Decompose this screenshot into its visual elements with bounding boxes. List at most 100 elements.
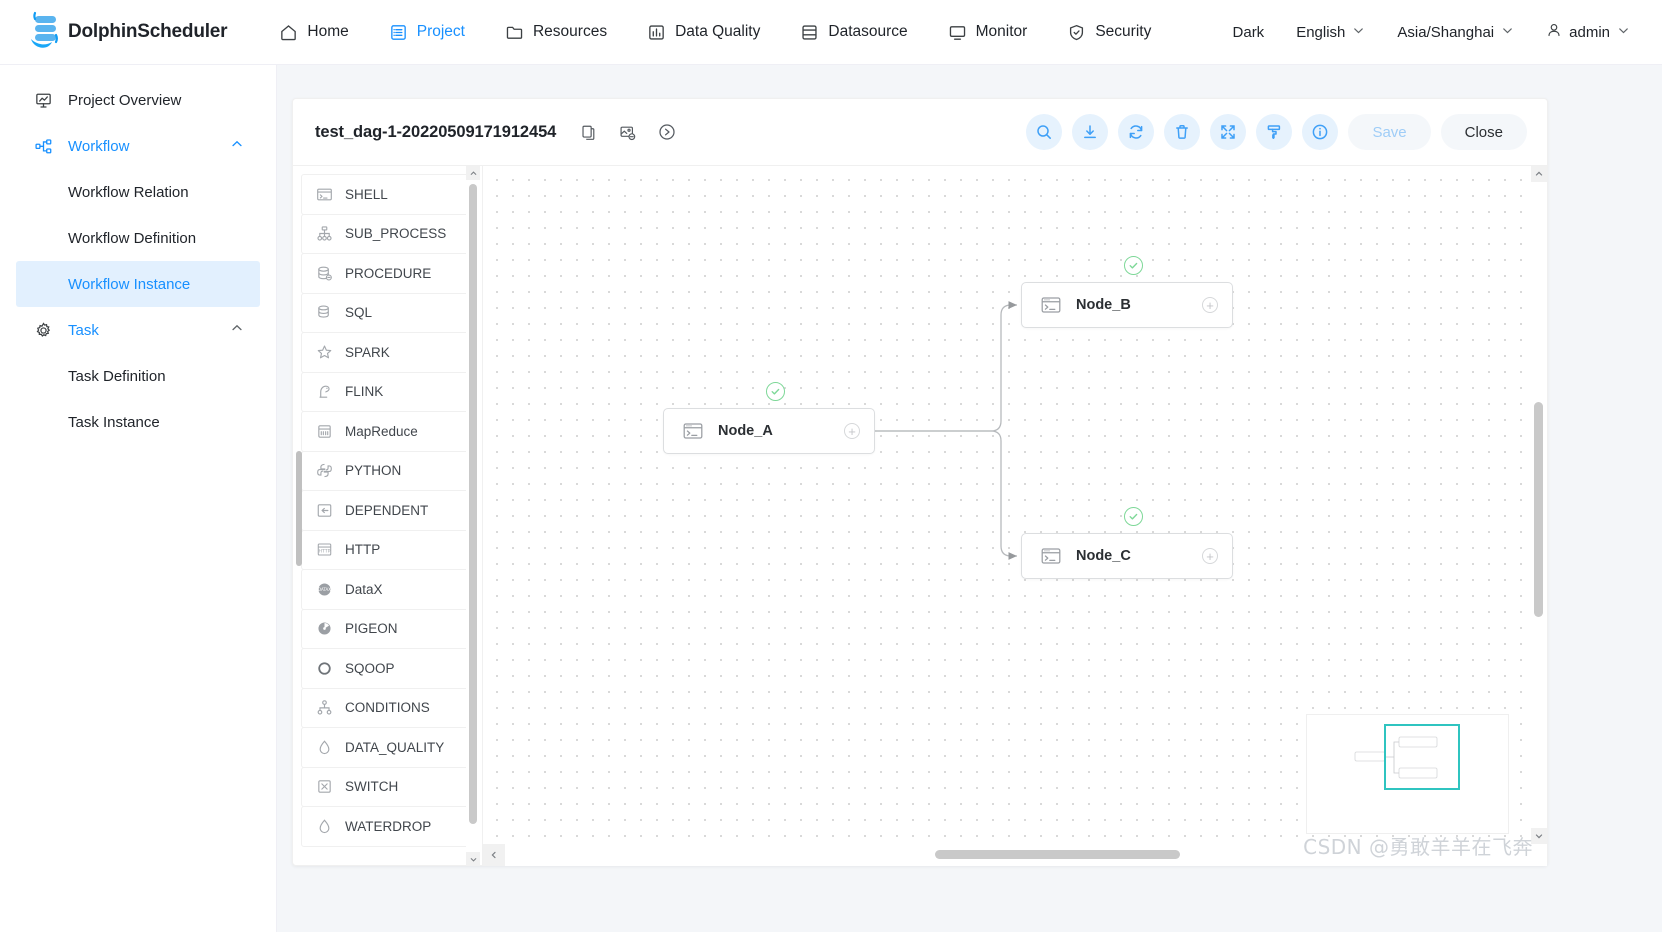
sidebar-item-workflow-relation[interactable]: Workflow Relation bbox=[16, 169, 260, 215]
timezone-selector[interactable]: Asia/Shanghai bbox=[1381, 0, 1530, 64]
node-add-connection-icon[interactable]: + bbox=[844, 423, 860, 439]
task-type-label: WATERDROP bbox=[345, 818, 432, 834]
minimap-viewport[interactable] bbox=[1384, 724, 1460, 790]
sidebar-item-project-overview[interactable]: Project Overview bbox=[16, 77, 260, 123]
sidebar-item-task-definition[interactable]: Task Definition bbox=[16, 353, 260, 399]
delete-trash-icon[interactable] bbox=[1164, 114, 1201, 150]
close-button[interactable]: Close bbox=[1440, 114, 1527, 150]
nav-item-security[interactable]: Security bbox=[1047, 0, 1171, 64]
minimap-content bbox=[1315, 724, 1502, 790]
canvas-horizontal-scrollbar[interactable] bbox=[483, 844, 1547, 866]
data-quality-drop-icon bbox=[316, 739, 333, 756]
canvas-hscroll-thumb[interactable] bbox=[935, 850, 1180, 859]
task-type-label: SHELL bbox=[345, 186, 388, 202]
top-navigation-bar: DolphinScheduler Home Project bbox=[0, 0, 1662, 65]
language-selector[interactable]: English bbox=[1280, 0, 1381, 64]
task-type-dependent[interactable]: DEPENDENT bbox=[301, 490, 472, 531]
shield-icon bbox=[1067, 23, 1086, 42]
shell-terminal-icon bbox=[1040, 545, 1062, 567]
brand[interactable]: DolphinScheduler bbox=[22, 11, 228, 53]
task-type-shell[interactable]: SHELL bbox=[301, 174, 472, 215]
nav-item-project-label: Project bbox=[416, 23, 465, 40]
task-type-datax[interactable]: DATAX DataX bbox=[301, 569, 472, 610]
sidebar-item-label: Project Overview bbox=[68, 91, 182, 109]
task-type-data-quality[interactable]: DATA_QUALITY bbox=[301, 727, 472, 768]
task-type-conditions[interactable]: CONDITIONS bbox=[301, 687, 472, 728]
task-type-procedure[interactable]: PROCEDURE bbox=[301, 253, 472, 294]
play-circle-icon[interactable] bbox=[658, 123, 676, 141]
database-icon bbox=[800, 23, 819, 42]
nav-item-data-quality[interactable]: Data Quality bbox=[627, 0, 780, 64]
task-type-pigeon[interactable]: PIGEON bbox=[301, 608, 472, 649]
task-type-mapreduce[interactable]: MapReduce bbox=[301, 411, 472, 452]
task-type-python[interactable]: PYTHON bbox=[301, 450, 472, 491]
theme-toggle[interactable]: Dark bbox=[1217, 0, 1281, 64]
canvas-vscroll-thumb[interactable] bbox=[1534, 402, 1543, 617]
palette-scroll-thumb[interactable] bbox=[469, 184, 477, 824]
version-image-icon[interactable] bbox=[619, 124, 636, 141]
palette-scrollbar[interactable] bbox=[466, 166, 480, 866]
palette-scroll-down-arrow[interactable] bbox=[466, 852, 480, 866]
palette-scroll-up-arrow[interactable] bbox=[466, 166, 480, 180]
nav-item-home[interactable]: Home bbox=[259, 0, 368, 64]
sidebar-item-label: Task bbox=[68, 321, 99, 339]
chevron-down-icon bbox=[1352, 24, 1365, 41]
save-button[interactable]: Save bbox=[1348, 114, 1431, 150]
task-type-sub-process[interactable]: SUB_PROCESS bbox=[301, 213, 472, 254]
task-type-waterdrop[interactable]: WATERDROP bbox=[301, 806, 472, 847]
task-type-flink[interactable]: FLINK bbox=[301, 371, 472, 412]
sidebar-item-workflow-definition[interactable]: Workflow Definition bbox=[16, 215, 260, 261]
task-type-label: DataX bbox=[345, 581, 383, 597]
sidebar-item-workflow-instance[interactable]: Workflow Instance bbox=[16, 261, 260, 307]
task-type-label: SPARK bbox=[345, 344, 390, 360]
search-icon[interactable] bbox=[1026, 114, 1063, 150]
palette-outer-scroll-thumb[interactable] bbox=[296, 451, 302, 566]
canvas-scroll-left-arrow[interactable] bbox=[483, 844, 505, 866]
task-type-http[interactable]: HTTP HTTP bbox=[301, 529, 472, 570]
copy-icon[interactable] bbox=[580, 124, 597, 141]
canvas-scroll-up-arrow[interactable] bbox=[1531, 166, 1547, 182]
sidebar-item-workflow[interactable]: Workflow bbox=[16, 123, 260, 169]
nav-item-resources[interactable]: Resources bbox=[485, 0, 627, 64]
nav-item-project[interactable]: Project bbox=[369, 0, 485, 64]
refresh-icon[interactable] bbox=[1118, 114, 1155, 150]
task-type-label: HTTP bbox=[345, 542, 381, 558]
nav-item-monitor[interactable]: Monitor bbox=[928, 0, 1048, 64]
shrink-fullscreen-icon[interactable] bbox=[1210, 114, 1247, 150]
task-type-sql[interactable]: SQL bbox=[301, 292, 472, 333]
dag-toolbar: Save Close bbox=[1026, 114, 1527, 150]
node-add-connection-icon[interactable]: + bbox=[1202, 548, 1218, 564]
dag-node-node-a[interactable]: Node_A + bbox=[663, 408, 875, 454]
format-brush-icon[interactable] bbox=[1256, 114, 1293, 150]
canvas-hscroll-track[interactable] bbox=[505, 844, 1547, 866]
sidebar-item-task-instance[interactable]: Task Instance bbox=[16, 399, 260, 445]
canvas-vscroll-track[interactable] bbox=[1531, 182, 1547, 828]
task-type-switch[interactable]: SWITCH bbox=[301, 766, 472, 807]
chevron-down-icon bbox=[1617, 24, 1630, 41]
page-title: test_dag-1-20220509171912454 bbox=[315, 122, 557, 141]
dag-node-label: Node_B bbox=[1076, 297, 1131, 313]
user-icon bbox=[1546, 22, 1562, 42]
user-menu[interactable]: admin bbox=[1530, 0, 1646, 64]
task-type-sqoop[interactable]: SQOOP bbox=[301, 648, 472, 689]
task-type-label: CONDITIONS bbox=[345, 700, 430, 716]
nav-item-datasource[interactable]: Datasource bbox=[780, 0, 927, 64]
canvas-vertical-scrollbar[interactable] bbox=[1531, 166, 1547, 844]
dag-editor-header: test_dag-1-20220509171912454 bbox=[293, 99, 1547, 166]
node-add-connection-icon[interactable]: + bbox=[1202, 297, 1218, 313]
download-icon[interactable] bbox=[1072, 114, 1109, 150]
canvas-scroll-down-arrow[interactable] bbox=[1531, 828, 1547, 844]
dag-canvas[interactable]: Node_A + bbox=[483, 166, 1547, 866]
sidebar-item-label: Workflow Definition bbox=[68, 229, 197, 247]
info-circle-icon[interactable] bbox=[1302, 114, 1339, 150]
python-icon bbox=[316, 462, 333, 479]
dag-node-node-b[interactable]: Node_B + bbox=[1021, 282, 1233, 328]
task-type-label: PIGEON bbox=[345, 621, 398, 637]
task-type-spark[interactable]: SPARK bbox=[301, 332, 472, 373]
gear-icon bbox=[34, 321, 56, 340]
dag-node-node-c[interactable]: Node_C + bbox=[1021, 533, 1233, 579]
dag-minimap[interactable] bbox=[1306, 714, 1509, 834]
sidebar-item-task[interactable]: Task bbox=[16, 307, 260, 353]
procedure-database-icon bbox=[316, 265, 333, 282]
dolphin-logo-icon bbox=[22, 11, 68, 53]
